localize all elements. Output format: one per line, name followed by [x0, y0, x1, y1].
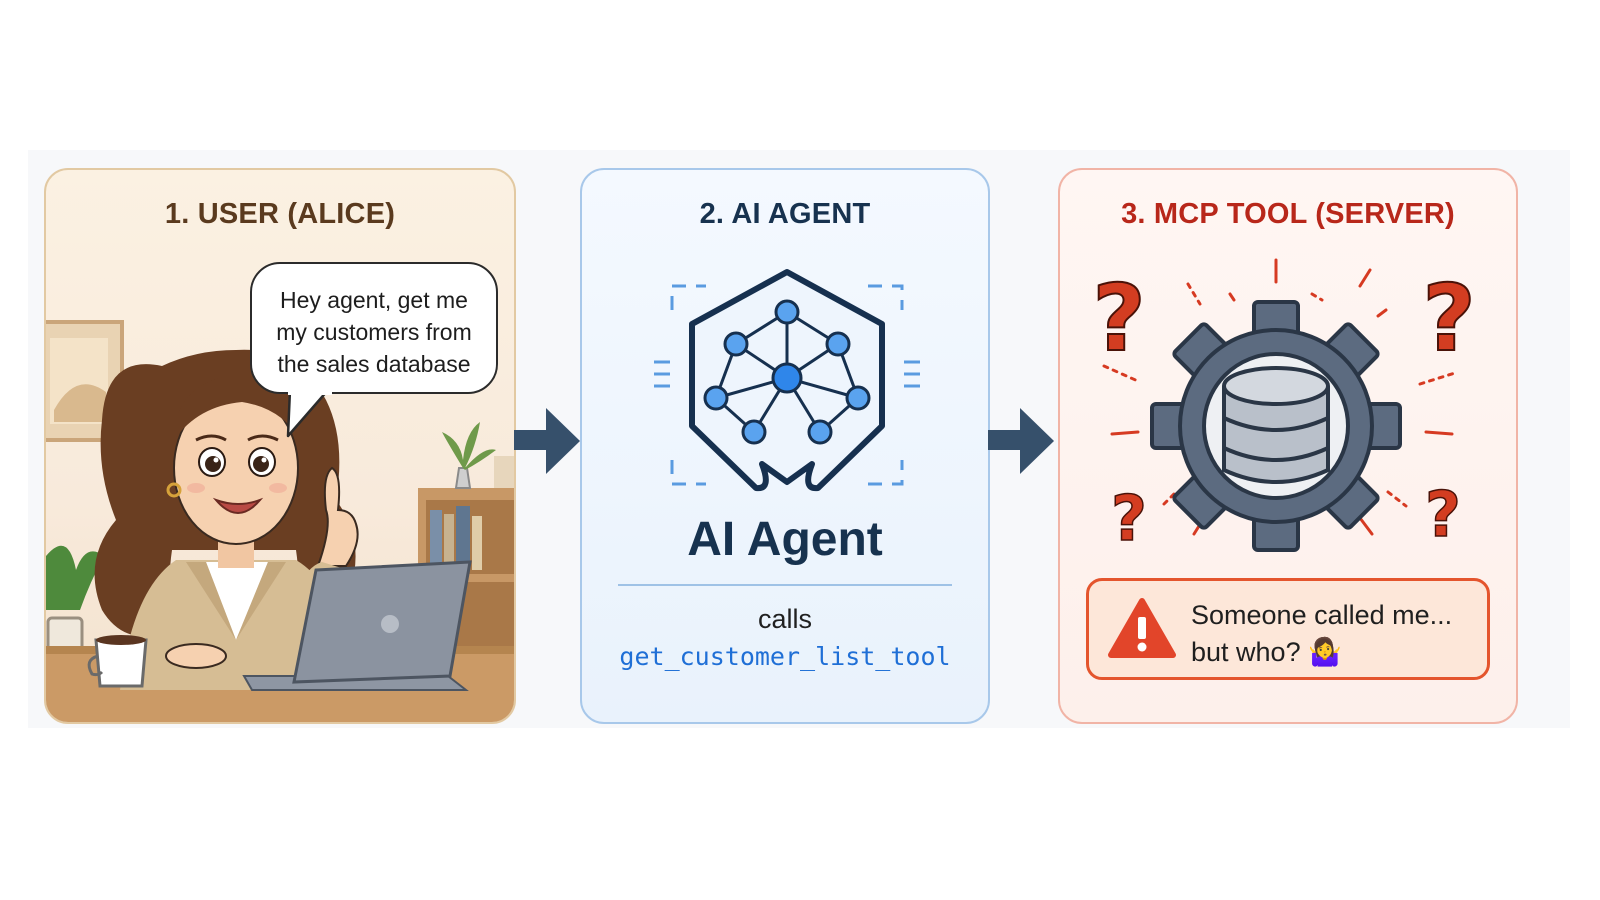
svg-text:?: ? — [1111, 482, 1147, 550]
calls-label: calls — [757, 604, 812, 634]
user-panel-title: 1. USER (ALICE) — [164, 198, 396, 230]
question-mark-icon: ? — [1424, 477, 1461, 546]
server-panel: 3. MCP TOOL (SERVER) — [1058, 168, 1518, 724]
question-mark-icon: ? — [1110, 481, 1147, 550]
agent-panel: 2. AI AGENT — [580, 168, 990, 724]
shrug-emoji: 🤷‍♀️ — [1308, 637, 1342, 667]
arrow-right-icon — [514, 408, 580, 474]
woman-at-laptop-illustration — [46, 320, 514, 722]
warning-triangle-icon — [1108, 598, 1176, 658]
speech-bubble-tail — [286, 390, 332, 438]
warning-text: Someone called me... but who? 🤷‍♀️ — [1191, 597, 1452, 671]
agent-divider — [618, 584, 952, 586]
question-mark-icon: ? — [1421, 266, 1476, 366]
warning-line-2-row: but who? 🤷‍♀️ — [1191, 634, 1452, 671]
speech-bubble: Hey agent, get me my customers from the … — [250, 262, 498, 394]
warning-line-2: but who? — [1191, 637, 1301, 667]
agent-name: AI Agent — [687, 513, 883, 566]
neural-network-hexagon-icon — [654, 269, 920, 492]
server-panel-title: 3. MCP TOOL (SERVER) — [1121, 198, 1455, 230]
gear-database-icon — [1102, 258, 1460, 552]
question-mark-icon: ? — [1091, 266, 1146, 366]
svg-text:?: ? — [1092, 266, 1145, 366]
tool-name: get_customer_list_tool — [619, 642, 951, 671]
user-panel: 1. USER (ALICE) — [44, 168, 516, 724]
warning-callout: Someone called me... but who? 🤷‍♀️ — [1086, 578, 1490, 680]
svg-text:?: ? — [1422, 266, 1475, 366]
speech-bubble-text: Hey agent, get me my customers from the … — [276, 287, 472, 377]
arrow-right-icon — [988, 408, 1054, 474]
svg-text:?: ? — [1425, 478, 1461, 546]
agent-panel-title: 2. AI AGENT — [699, 198, 871, 230]
warning-line-1: Someone called me... — [1191, 600, 1453, 630]
